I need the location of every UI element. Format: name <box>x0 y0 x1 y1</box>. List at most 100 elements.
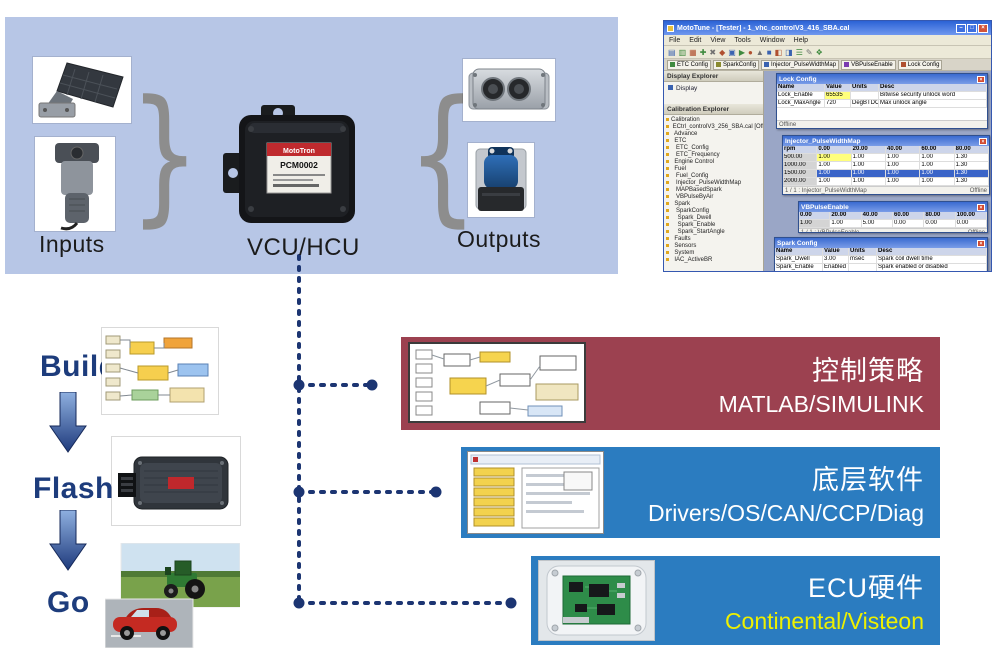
tree-item[interactable]: IAC_ActiveBR <box>666 257 761 264</box>
calibration-tab[interactable]: Lock Config <box>897 59 943 70</box>
tree-item[interactable]: Advance <box>666 131 761 138</box>
injector-map-titlebar[interactable]: Injector_PulseWidthMap × <box>783 136 989 146</box>
status-text: Offline <box>779 122 797 128</box>
toolbar-icon[interactable]: ✎ <box>805 47 813 57</box>
toolbar-icon[interactable]: ❖ <box>815 47 823 57</box>
tree-item[interactable]: MAPBasedSpark <box>666 187 761 194</box>
window-title: MotoTune - [Tester] - 1_vhc_controlV3_41… <box>677 24 850 32</box>
display-explorer-header: Display Explorer <box>664 71 763 82</box>
tree-item[interactable]: SparkConfig <box>666 208 761 215</box>
toolbar-icon[interactable]: ✖ <box>709 47 717 57</box>
toolbar-icon[interactable]: ▣ <box>728 47 736 57</box>
flash-ecu-illustration <box>112 437 240 525</box>
tree-item[interactable]: ETC <box>666 138 761 145</box>
close-icon[interactable]: × <box>977 75 985 83</box>
toolbar-icon[interactable]: ▦ <box>689 47 697 57</box>
menu-item[interactable]: Help <box>793 36 809 44</box>
tree-item[interactable]: Spark_StartAngle <box>666 229 761 236</box>
maximize-icon[interactable]: □ <box>967 23 977 33</box>
toolbar-icon[interactable]: ▶ <box>738 47 745 57</box>
io-panel: } MotoTron PCM0002 { <box>5 17 618 274</box>
close-icon[interactable]: × <box>977 239 985 247</box>
calibration-tab[interactable]: VBPulseEnable <box>841 59 896 70</box>
tree-item[interactable]: System <box>666 250 761 257</box>
tree-item[interactable]: Fuel <box>666 166 761 173</box>
tab-color-icon <box>900 62 906 67</box>
banner-title: ECU硬件 <box>807 573 924 603</box>
calibration-tab[interactable]: SparkConfig <box>713 59 760 70</box>
toolbar-icon[interactable]: ☰ <box>795 47 803 57</box>
lock-config-statusbar: Offline <box>777 120 987 128</box>
tree-item[interactable]: Injector_PulseWidthMap <box>666 180 761 187</box>
banner-text: 控制策略 MATLAB/SIMULINK <box>719 349 940 418</box>
toolbar: ▤▥▦✚✖◆▣▶●▲■◧◨☰✎❖ <box>664 46 991 59</box>
tree-item[interactable]: Spark_Enable <box>666 222 761 229</box>
menu-item[interactable]: Window <box>759 36 785 44</box>
column-header: Name <box>775 248 823 256</box>
vehicles-thumbnail <box>104 542 241 649</box>
simulink-screenshot <box>408 342 586 423</box>
menu-item[interactable]: Tools <box>734 36 751 44</box>
menubar: File Edit View Tools Window Help <box>664 35 991 46</box>
toolbar-icon[interactable]: ■ <box>766 47 772 57</box>
toolbar-icon[interactable]: ✚ <box>699 47 707 57</box>
toolbar-icon[interactable]: ◆ <box>719 47 726 57</box>
toolbar-icon[interactable]: ▥ <box>678 47 687 57</box>
column-header: 80.00 <box>924 212 956 220</box>
tree-item[interactable]: VBPulseByAir <box>666 194 761 201</box>
calibration-tab[interactable]: ETC Config <box>667 59 712 70</box>
tab-color-icon <box>670 62 675 67</box>
vcu-hcu-label: VCU/HCU <box>247 234 360 261</box>
column-header: 20.00 <box>851 146 886 154</box>
tree-item[interactable]: ECtrl_controlV3_256_SBA.cal [Offline] <box>666 124 763 131</box>
lock-config-titlebar[interactable]: Lock Config × <box>777 74 987 84</box>
menu-item[interactable]: Edit <box>689 36 702 44</box>
tree-item[interactable]: Faults <box>666 236 761 243</box>
close-icon[interactable]: × <box>978 23 988 33</box>
close-icon[interactable]: × <box>979 137 987 145</box>
toolbar-icon[interactable]: ● <box>747 47 753 57</box>
tab-color-icon <box>716 62 722 67</box>
column-header: Units <box>849 248 877 256</box>
toolbar-icon[interactable]: ▲ <box>755 47 764 57</box>
flash-ecu-thumbnail <box>112 437 240 525</box>
tree-item[interactable]: ETC_Config <box>666 145 761 152</box>
tree-item[interactable]: Engine Control <box>666 159 761 166</box>
vbpulse-titlebar[interactable]: VBPulseEnable × <box>799 202 987 212</box>
tree-item[interactable]: Fuel_Config <box>666 173 761 180</box>
tree-item[interactable]: Spark_Dwell <box>666 215 761 222</box>
menu-item[interactable]: View <box>710 36 726 44</box>
display-node[interactable]: Display <box>668 85 697 92</box>
toolbar-icon[interactable]: ◨ <box>785 47 793 57</box>
tree-item[interactable]: Spark <box>666 201 761 208</box>
tree-item[interactable]: Calibration <box>666 117 761 124</box>
calibration-tab[interactable]: Injector_PulseWidthMap <box>761 59 840 70</box>
toolbar-icon[interactable]: ◧ <box>774 47 783 57</box>
banner-subtitle: Drivers/OS/CAN/CCP/Diag <box>647 500 924 526</box>
flash-label: Flash <box>33 472 114 505</box>
column-header: 60.00 <box>892 212 925 220</box>
ecu-brand-label: MotoTron <box>283 148 315 155</box>
toolbar-icon[interactable]: ▤ <box>668 47 676 57</box>
app-icon <box>667 24 674 32</box>
close-icon[interactable]: × <box>977 203 985 211</box>
menu-item[interactable]: File <box>669 36 681 44</box>
spark-config-titlebar[interactable]: Spark Config × <box>775 238 987 248</box>
tree-item[interactable]: Sensors <box>666 243 761 250</box>
titlebar[interactable]: MotoTune - [Tester] - 1_vhc_controlV3_41… <box>664 21 991 35</box>
pedal-sensor-illustration <box>38 62 124 118</box>
tree-item[interactable]: ETC_Frequency <box>666 152 761 159</box>
minimize-icon[interactable]: – <box>956 23 966 33</box>
